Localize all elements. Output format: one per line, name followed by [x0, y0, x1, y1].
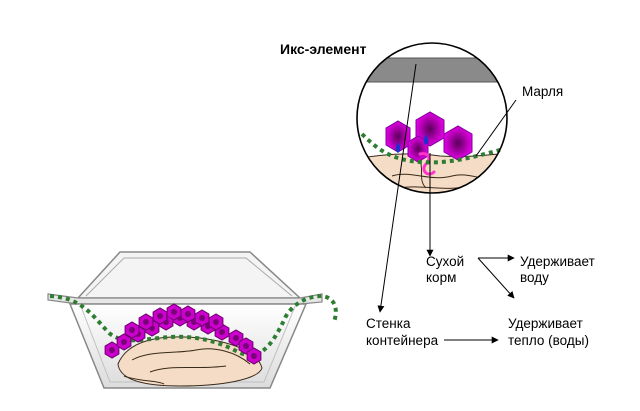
cell-core	[243, 343, 249, 349]
cell-core	[129, 327, 135, 333]
gauze-label: Марля	[522, 84, 563, 99]
cell-core	[109, 347, 115, 353]
heat-arrow-1	[477, 257, 515, 299]
container-honeycomb-cells	[104, 303, 262, 365]
cell-core	[219, 329, 225, 335]
cell-core	[157, 313, 163, 319]
cell-core	[143, 319, 149, 325]
dry-food-label: Сухой корм	[426, 254, 468, 285]
pointer-lines	[377, 63, 517, 344]
cell-core	[233, 335, 239, 341]
diagram-title: Икс-элемент	[280, 41, 367, 57]
container-wall-label: Стенка контейнера	[366, 316, 439, 348]
water-drop-icon	[423, 134, 429, 145]
retains-water-label: Удерживает воду	[520, 254, 599, 285]
cell-core	[185, 311, 191, 317]
cell-core	[213, 319, 219, 325]
gauze-pointer	[475, 99, 517, 157]
wall-pointer	[377, 63, 417, 313]
cell-core	[121, 339, 127, 345]
cell-core	[199, 315, 205, 321]
magnifier-circle	[356, 42, 508, 194]
cell-core	[171, 309, 177, 315]
lid-strip	[357, 57, 507, 83]
retains-heat-label: Удерживает тепло (воды)	[508, 316, 589, 348]
water-drop-icon	[395, 142, 401, 153]
larva-icon	[418, 152, 436, 176]
cell-core	[251, 353, 257, 359]
